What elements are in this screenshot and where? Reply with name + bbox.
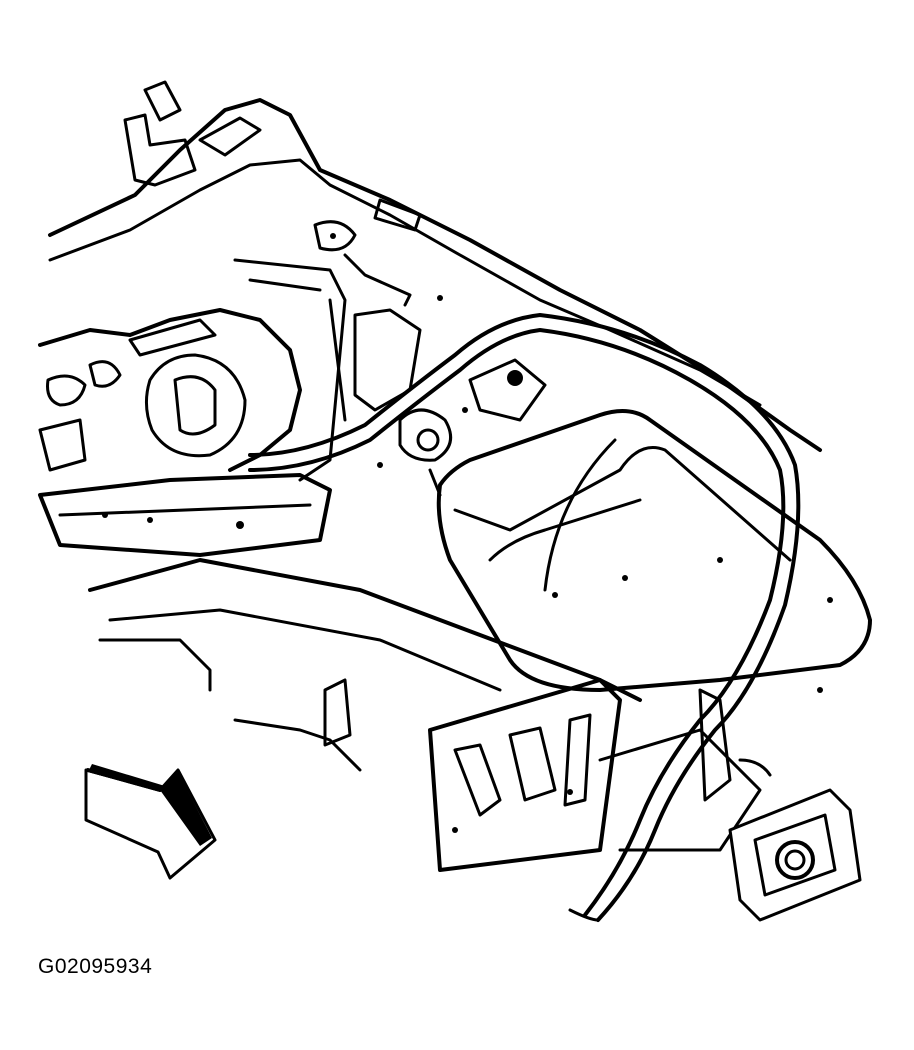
lower-frame-rail — [38, 473, 642, 772]
firewall-panel — [233, 258, 547, 497]
mounting-bracket — [728, 788, 862, 922]
front-direction-arrow-icon — [84, 764, 217, 880]
front-crossmember — [428, 678, 772, 872]
figure-id-label: G02095934 — [38, 955, 153, 978]
routed-hose — [248, 313, 801, 922]
left-wheelhouse — [38, 308, 302, 472]
upper-cowl-panel — [48, 80, 822, 452]
inner-fender-housing — [436, 409, 872, 693]
